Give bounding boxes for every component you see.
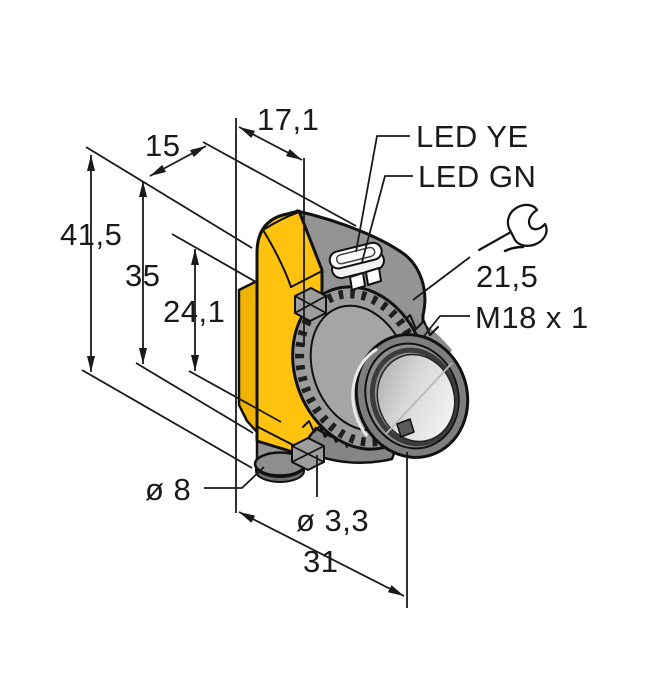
ext-line-optical-axis [171, 233, 257, 283]
dimension-head-depth: 17,1 [238, 102, 319, 161]
wrench-head [506, 203, 548, 247]
label-thread-spec: M18 x 1 [475, 300, 589, 335]
dim-line-17-1 [238, 126, 303, 161]
leader-wrench-size [412, 256, 471, 301]
base-line-total-height [81, 369, 253, 469]
dimension-overall-height: 41,5 [60, 155, 122, 372]
ext-line-top-front [202, 141, 357, 227]
mounting-tab-bottom [291, 437, 325, 471]
dimension-body-height: 35 [125, 181, 160, 364]
dim-line-15 [149, 145, 207, 177]
dim-text-15: 15 [145, 128, 180, 163]
dim-text-24-1: 24,1 [163, 294, 225, 329]
dim-text-31: 31 [303, 544, 338, 579]
dimension-optical-axis-height: 24,1 [163, 249, 225, 371]
lens-reflection-icon [385, 362, 453, 435]
ext-line-top-rear [85, 146, 253, 249]
connector-ring [255, 465, 305, 483]
lens-clip [396, 418, 415, 438]
dim-text-41-5: 41,5 [60, 217, 122, 252]
wrench-shadow [503, 245, 525, 253]
label-wrench-size: 21,5 [476, 259, 538, 294]
dimension-overall-depth: 31 [238, 511, 405, 597]
housing-rear-flange [237, 279, 259, 434]
callout-thread-spec: M18 x 1 [423, 300, 589, 337]
housing-top-face-edge [290, 270, 323, 288]
leader-connector-diameter [204, 466, 265, 489]
led-port-yellow-icon [349, 272, 366, 291]
callout-connector-diameter: ø 8 [145, 466, 265, 507]
dim-text-17-1: 17,1 [257, 102, 319, 137]
lens-dark-ring [369, 347, 459, 447]
base-line-body-height [135, 362, 254, 434]
mounting-hole-bottom-icon [291, 445, 325, 463]
callout-mounting-hole-diameter: ø 3,3 [296, 455, 369, 538]
callout-wrench-size: 21,5 [412, 203, 548, 301]
lens-glass [376, 353, 456, 443]
label-led-yellow: LED YE [416, 119, 529, 154]
dim-text-35: 35 [125, 258, 160, 293]
mounting-hole-top-icon [294, 295, 327, 314]
housing-bottom-chamfer-edge [257, 426, 294, 446]
callout-led-yellow: LED YE [355, 119, 529, 253]
callout-led-green: LED GN [361, 159, 536, 263]
label-mounting-hole-diameter: ø 3,3 [296, 503, 369, 538]
leader-led-green [361, 175, 413, 263]
lens-assembly [351, 333, 470, 459]
dimension-annotations: 17,1 15 41,5 35 24,1 31 LED YE LE [60, 102, 589, 608]
led-port-green-icon [365, 267, 382, 286]
led-window [328, 241, 385, 291]
lens-highlight-icon [351, 347, 378, 437]
dim-line-31 [238, 511, 405, 597]
mounting-tab-top [294, 287, 327, 322]
leader-led-yellow [355, 135, 410, 253]
leader-thread-spec [423, 315, 470, 337]
wrench-icon [477, 203, 548, 253]
base-line-axis-height [188, 370, 282, 423]
label-connector-diameter: ø 8 [145, 472, 191, 507]
dimension-body-width: 15 [145, 128, 207, 177]
wrench-handle [477, 230, 513, 252]
housing-corner-fillet-edge [262, 229, 292, 288]
housing-top-ridge [262, 211, 300, 231]
sensor-illustration [237, 209, 470, 483]
label-led-green: LED GN [418, 159, 536, 194]
